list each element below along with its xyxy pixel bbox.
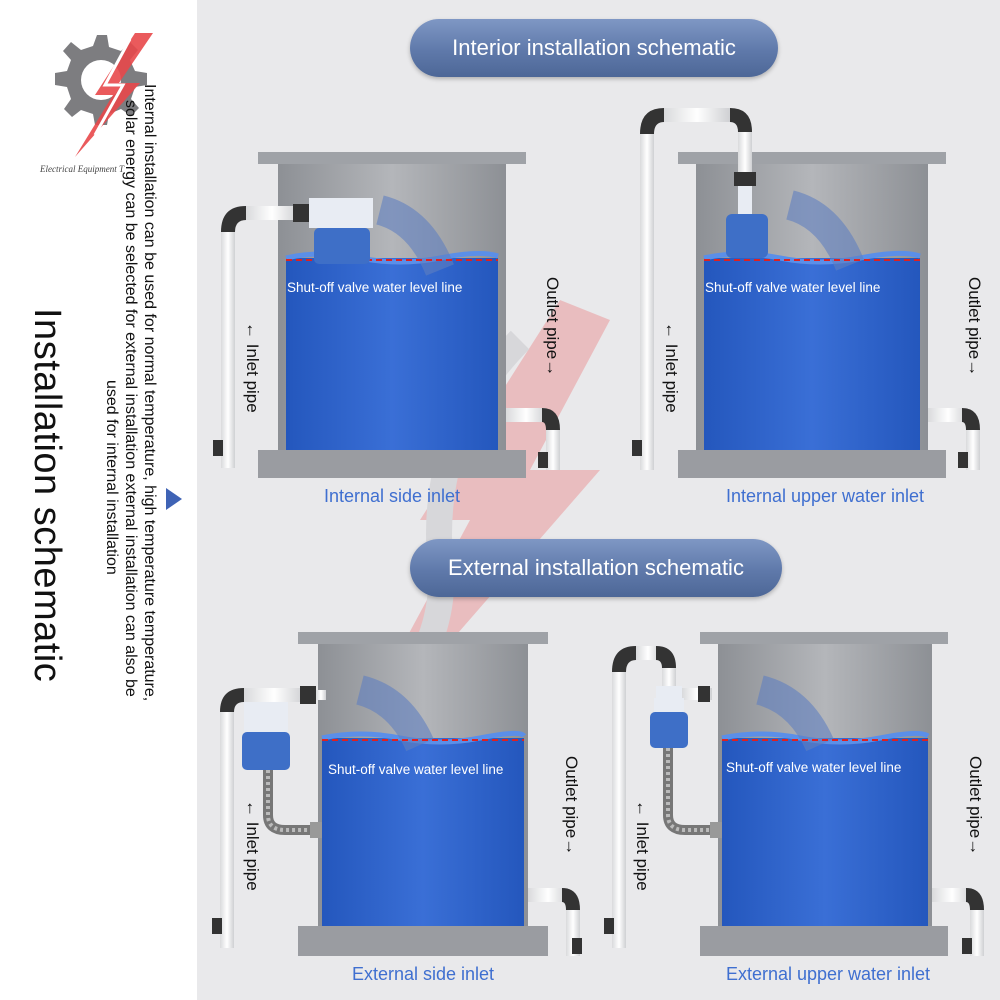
gear-bolt-logo-icon [55,33,153,157]
inlet-pipe-label-4: ← Inlet pipe [633,800,652,891]
outlet-pipe-label-2: Outlet pipe→ [965,277,984,377]
water-level-label-3: Shut-off valve water level line [328,762,504,777]
caption-external-side-inlet: External side inlet [351,964,495,984]
exterior-section-title: External installation schematic [410,539,782,597]
outlet-pipe-label-3: Outlet pipe→ [562,756,581,856]
caption-internal-upper-inlet: Internal upper water inlet [725,486,925,506]
interior-section-title: Interior installation schematic [410,19,778,77]
inlet-pipe-label-2: ← Inlet pipe [662,322,681,413]
water-level-label-2: Shut-off valve water level line [705,280,881,295]
diagram-internal-upper-inlet [632,108,980,478]
caption-external-upper-inlet: External upper water inlet [725,964,931,984]
pointer-triangle-icon [166,488,182,510]
left-panel [0,0,195,1000]
inlet-pipe-label-3: ← Inlet pipe [243,800,262,891]
water-level-label-4: Shut-off valve water level line [726,760,902,775]
diagram-external-upper-inlet [604,632,984,956]
diagram-external-side-inlet [212,632,582,956]
logo-caption: Electrical Equipment T [40,164,124,174]
caption-internal-side-inlet: Internal side inlet [323,486,461,506]
outlet-pipe-label-1: Outlet pipe→ [543,277,562,377]
outlet-pipe-label-4: Outlet pipe→ [966,756,985,856]
inlet-pipe-label-1: ← Inlet pipe [243,322,262,413]
diagram-internal-side-inlet [213,152,560,478]
water-level-label-1: Shut-off valve water level line [287,280,463,295]
